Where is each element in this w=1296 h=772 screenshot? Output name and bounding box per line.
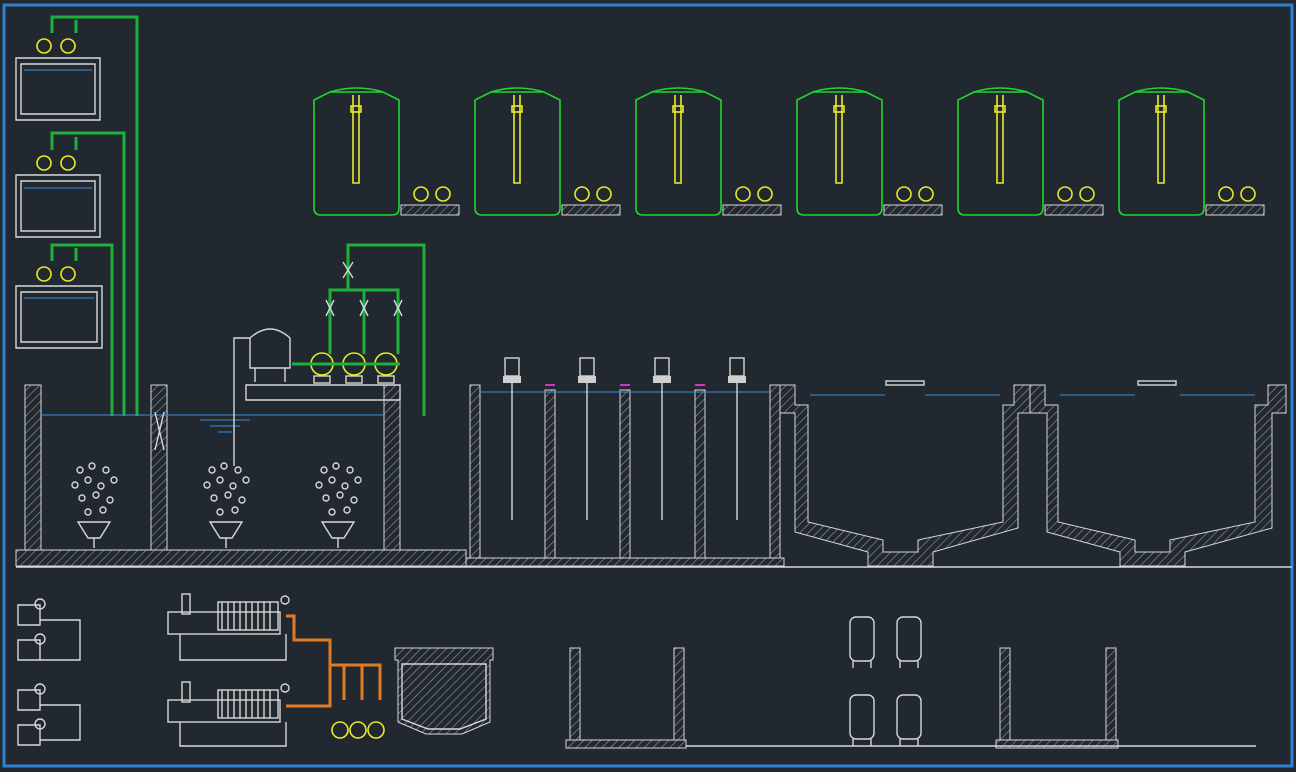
lower-basin-1 [565,647,687,749]
sedimentation-basin-2 [1029,380,1287,567]
dosing-tank-3 [15,243,114,416]
aeration-tank [15,384,467,567]
drawing-frame [2,3,1294,768]
mixer-2 [578,357,596,520]
storage-tank-5 [957,87,1104,216]
mixer-1 [503,357,521,520]
lower-basin-2 [995,647,1119,749]
storage-tank-4 [796,87,943,216]
aeration-diffuser-2 [203,462,250,548]
metering-pump-group-left [17,598,81,746]
storage-tank-6 [1118,87,1265,216]
storage-tank-3 [635,87,782,216]
dosing-tank-1 [15,15,139,416]
small-hopper-tank [394,647,494,735]
filter-press-1 [167,593,290,661]
mixer-4 [728,357,746,520]
sedimentation-basin-1 [779,380,1031,567]
storage-tank-1 [313,87,460,216]
pressure-vessel [233,328,291,466]
aeration-diffuser-1 [71,462,118,548]
filter-press-2 [167,681,290,747]
small-vessels [849,616,922,746]
blower-pumps [292,243,426,416]
mixer-3 [653,357,671,520]
sludge-pumps [286,614,385,739]
aeration-diffuser-3 [315,462,362,548]
mixing-tank [465,384,785,567]
storage-tank-2 [474,87,621,216]
dosing-tank-2 [15,131,126,416]
